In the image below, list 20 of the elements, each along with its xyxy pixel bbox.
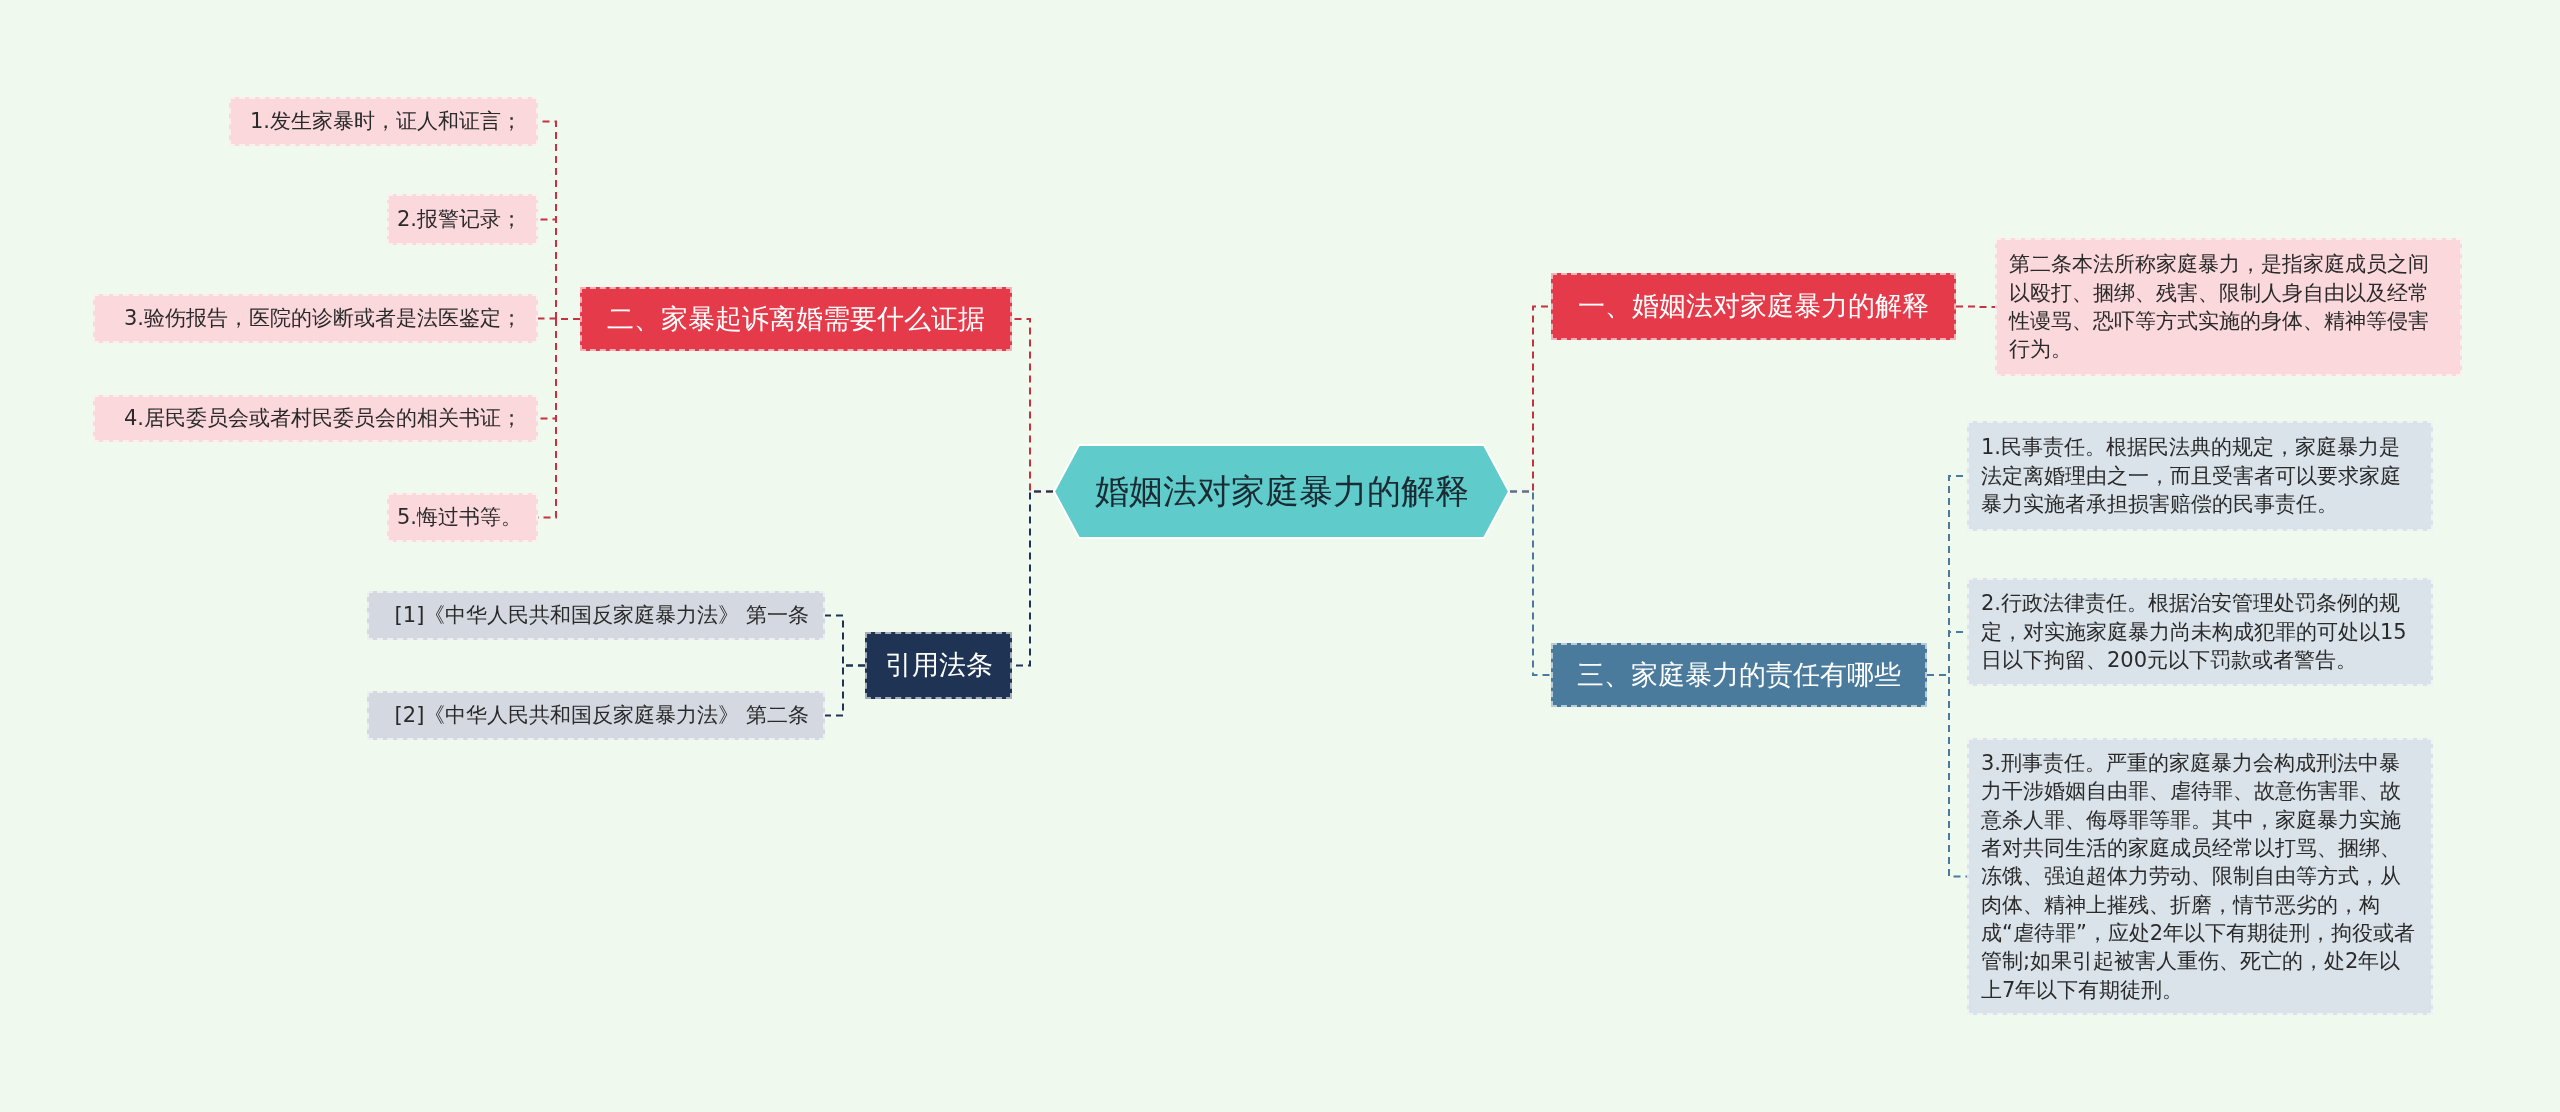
- leaf-topic: 第二条本法所称家庭暴力，是指家庭成员之间以殴打、捆绑、残害、限制人身自由以及经常性谩骂、恐吓等方式实施的身体、精神等侵害行为。: [1995, 238, 2462, 376]
- leaf-topic: 3.验伤报告，医院的诊断或者是法医鉴定；: [93, 294, 538, 343]
- leaf-topic: 3.刑事责任。严重的家庭暴力会构成刑法中暴力干涉婚姻自由罪、虐待罪、故意伤害罪、故意杀人罪、侮辱罪等罪。其中，家庭暴力实施者对共同生活的家庭成员经常以打骂、捆绑、冻饿、强迫超体力劳动、限制自由等方式，从肉体、精神上摧残、折磨，情节恶劣的，构成“虐待罪”，应处2年以下有期徒刑，拘役或者管制;如果引起被害人重伤、死亡的，处2年以上7年以下有期徒刑。: [1967, 738, 2433, 1015]
- leaf-topic: [1]《中华人民共和国反家庭暴力法》 第一条: [367, 591, 825, 640]
- connector-line: [1955, 305, 1996, 308]
- leaf-topic: 2.报警记录；: [387, 194, 538, 245]
- leaf-topic: 2.行政法律责任。根据治安管理处罚条例的规定，对实施家庭暴力尚未构成犯罪的可处以15日以下拘留、200元以下罚款或者警告。: [1967, 578, 2433, 686]
- leaf-topic: 5.悔过书等。: [387, 493, 538, 542]
- leaf-topic: 1.民事责任。根据民法典的规定，家庭暴力是法定离婚理由之一，而且受害者可以要求家庭暴力实施者承担损害赔偿的民事责任。: [1967, 421, 2433, 531]
- connector-line: [1926, 674, 1968, 878]
- branch-topic: 二、家暴起诉离婚需要什么证据: [580, 287, 1012, 351]
- connector-line: [1509, 490, 1552, 676]
- central-topic: 婚姻法对家庭暴力的解释: [1053, 444, 1510, 539]
- connector-line: [824, 664, 866, 717]
- leaf-topic: 4.居民委员会或者村民委员会的相关书证；: [93, 395, 538, 442]
- leaf-topic: [2]《中华人民共和国反家庭暴力法》 第二条: [367, 691, 825, 740]
- branch-topic: 引用法条: [865, 632, 1012, 699]
- leaf-topic: 1.发生家暴时，证人和证言；: [229, 97, 538, 146]
- branch-topic: 三、家庭暴力的责任有哪些: [1551, 643, 1927, 707]
- branch-topic: 一、婚姻法对家庭暴力的解释: [1551, 273, 1956, 340]
